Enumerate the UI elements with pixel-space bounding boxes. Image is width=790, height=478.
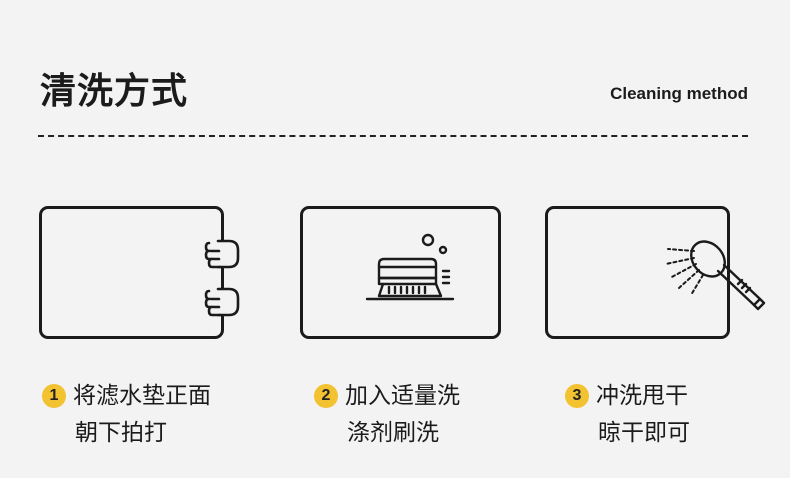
dashed-divider — [38, 135, 748, 137]
step-3-line-2: 晾干即可 — [598, 420, 690, 446]
step-2-line-2: 涤剂刷洗 — [347, 420, 439, 446]
step-2-caption: 2 加入适量洗 涤剂刷洗 — [314, 378, 460, 452]
step-number-badge: 2 — [314, 384, 338, 408]
step-2-illustration-card — [300, 206, 501, 339]
hands-patting-icon — [204, 239, 240, 317]
step-2-line-1: 加入适量洗 — [345, 383, 460, 409]
step-3-line-1: 冲洗甩干 — [596, 383, 688, 409]
page-subtitle: Cleaning method — [610, 84, 748, 103]
step-1-illustration-card — [39, 206, 240, 339]
shower-head-icon — [665, 240, 766, 311]
step-1-line-2: 朝下拍打 — [75, 420, 167, 446]
step-3-illustration-card — [545, 206, 766, 339]
step-number-badge: 3 — [565, 384, 589, 408]
page-title: 清洗方式 — [40, 71, 189, 112]
step-1-caption: 1 将滤水垫正面 朝下拍打 — [42, 378, 211, 452]
brush-with-bubbles-icon — [365, 233, 455, 301]
step-3-caption: 3 冲洗甩干 晾干即可 — [565, 378, 690, 452]
step-1-line-1: 将滤水垫正面 — [73, 383, 211, 409]
step-number-badge: 1 — [42, 384, 66, 408]
